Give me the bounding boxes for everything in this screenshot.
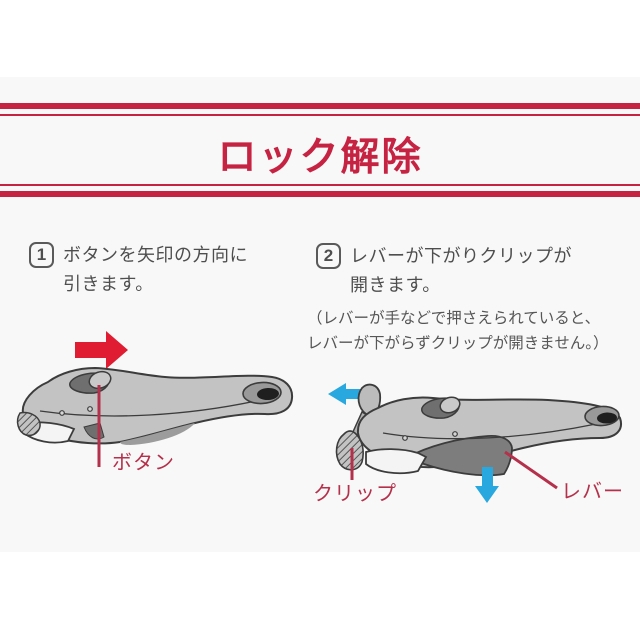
bottom-rule-thin <box>0 184 640 186</box>
body-crease-line <box>382 423 597 440</box>
hang-hole <box>257 387 279 401</box>
clip-open-hatch <box>336 431 364 470</box>
top-rule-thick <box>0 103 640 109</box>
step-2-note: （レバーが手などで押さえられていると、 レバーが下がらずクリップが開きません。） <box>307 306 608 356</box>
grip-shading <box>120 423 195 445</box>
red-right-arrow-icon <box>75 331 128 369</box>
handle-unlocked-illustration <box>328 383 622 503</box>
step-2-text: レバーが下がりクリップが 開きます。 <box>350 242 572 300</box>
hang-hole <box>597 412 617 424</box>
lever <box>404 435 513 477</box>
clip-label: クリップ <box>313 483 397 505</box>
rivet <box>59 410 65 416</box>
note-line-1: （レバーが手などで押さえられていると、 <box>307 310 601 327</box>
step-1-text: ボタンを矢印の方向に 引きます。 <box>63 241 248 299</box>
step-2-line-1: レバーが下がりクリップが <box>350 246 572 266</box>
step-1-number: 1 <box>29 242 54 268</box>
step-1-line-1: ボタンを矢印の方向に <box>63 245 248 265</box>
page-title: ロック解除 <box>217 136 423 179</box>
blue-left-arrow-icon <box>328 383 377 405</box>
note-line-2: レバーが下がらずクリップが開きません。） <box>307 335 609 352</box>
step-1-line-2: 引きます。 <box>63 274 154 294</box>
step-1: 1 ボタンを矢印の方向に 引きます。 <box>29 241 248 299</box>
clip-tip-hatch <box>17 412 41 436</box>
button <box>88 370 112 390</box>
bottom-rule-thick <box>0 191 640 197</box>
body-crease-line <box>39 400 257 417</box>
lever-pointer-line <box>504 450 558 490</box>
step-2-number: 2 <box>316 243 341 269</box>
rivet <box>402 435 408 441</box>
blue-down-arrow-icon <box>475 467 499 503</box>
step-2-line-2: 開きます。 <box>350 275 441 295</box>
handle-locked-illustration <box>16 331 294 467</box>
rivet <box>452 431 458 437</box>
lever-label: レバー <box>561 481 624 503</box>
top-rule-thin <box>0 114 640 116</box>
button <box>439 396 461 414</box>
step-2: 2 レバーが下がりクリップが 開きます。 <box>316 242 572 300</box>
clip-jaw <box>365 448 428 475</box>
button-label: ボタン <box>112 452 175 474</box>
rivet <box>87 406 93 412</box>
